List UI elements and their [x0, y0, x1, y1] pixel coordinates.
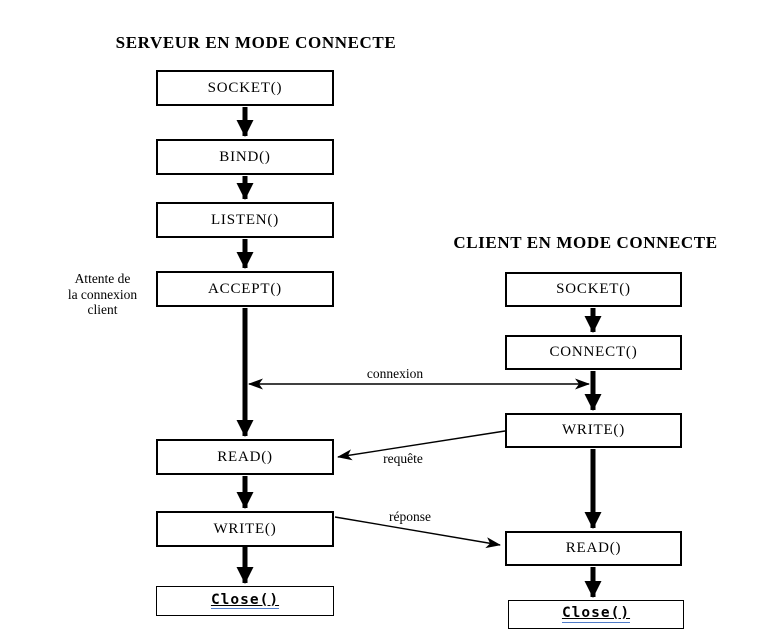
server-node-read-label: READ(): [217, 448, 273, 465]
server-node-listen: LISTEN(): [156, 202, 334, 238]
client-title: CLIENT EN MODE CONNECTE: [453, 233, 718, 252]
client-node-connect-label: CONNECT(): [549, 344, 638, 360]
server-node-bind: BIND(): [156, 139, 334, 175]
server-title: SERVEUR EN MODE CONNECTE: [115, 33, 397, 52]
server-node-listen-label: LISTEN(): [210, 211, 280, 228]
client-node-read: READ(): [505, 531, 682, 566]
server-node-accept-label: ACCEPT(): [208, 280, 282, 297]
edge-label-reponse: réponse: [389, 509, 431, 524]
client-node-close: Close(): [508, 600, 684, 629]
server-node-bind-label: BIND(): [219, 148, 271, 165]
client-node-socket: SOCKET(): [505, 272, 682, 307]
server-node-write-label: WRITE(): [213, 520, 277, 537]
server-node-read: READ(): [156, 439, 334, 475]
server-node-write: WRITE(): [156, 511, 334, 547]
arrow-requete: [337, 430, 506, 461]
server-node-socket: SOCKET(): [156, 70, 334, 106]
side-note-attente-connexion: Attente de la connexion client: [67, 271, 138, 317]
edge-label-requete: requête: [383, 451, 423, 466]
arrow-reponse: [334, 516, 501, 549]
client-node-socket-label: SOCKET(): [556, 281, 631, 297]
client-node-close-label: Close(): [561, 605, 631, 623]
server-node-close: Close(): [156, 586, 334, 616]
client-node-write-label: WRITE(): [561, 422, 626, 438]
edge-label-connexion: connexion: [366, 366, 424, 381]
client-node-connect: CONNECT(): [505, 335, 682, 370]
server-node-accept: ACCEPT(): [156, 271, 334, 307]
client-node-write: WRITE(): [505, 413, 682, 448]
client-node-read-label: READ(): [565, 540, 622, 556]
server-node-close-label: Close(): [210, 591, 280, 610]
server-node-socket-label: SOCKET(): [207, 79, 283, 96]
